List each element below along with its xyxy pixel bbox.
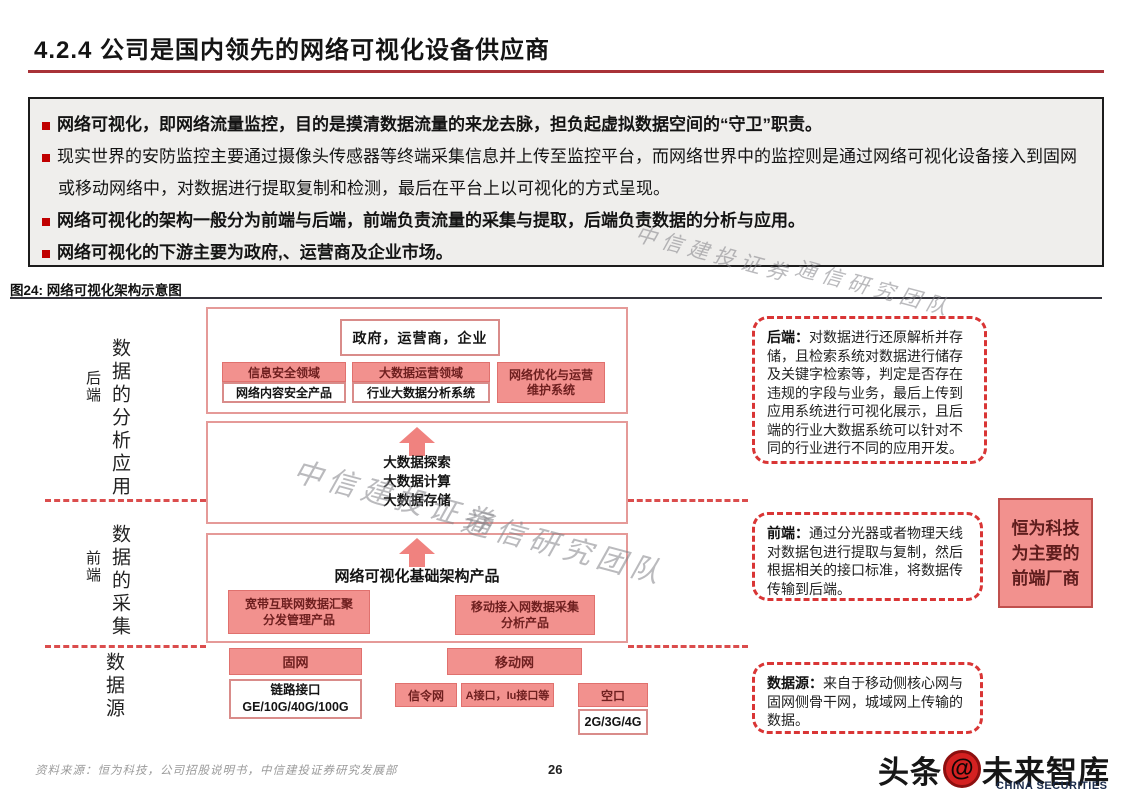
stage-divider-2 (628, 645, 748, 648)
bullet-text: 网络可视化，即网络流量监控，目的是摸清数据流量的来龙去脉，担负起虚拟数据空间的“… (57, 115, 822, 134)
air-tech-box: 2G/3G/4G (578, 709, 648, 735)
link-interface-box: 链路接口 GE/10G/40G/100G (229, 679, 362, 719)
up-arrow-icon (399, 427, 435, 457)
a-iu-interface-box: A接口，Iu接口等 (461, 683, 554, 707)
bullet-text: 网络可视化的下游主要为政府,、运营商及企业市场。 (57, 243, 453, 262)
bullet-square-icon (42, 122, 50, 130)
toutiao-logo: 头条 @ 未来智库 CHINA SECURITIES (878, 740, 1126, 798)
stage-divider-2 (45, 645, 206, 648)
network-optimize-box: 网络优化与运营 维护系统 (497, 362, 605, 403)
bullet-square-icon (42, 154, 50, 162)
bigdata-capability-lines: 大数据探索 大数据计算 大数据存储 (383, 455, 451, 508)
summary-bullet: 网络可视化的下游主要为政府,、运营商及企业市场。 (42, 237, 1088, 269)
page-number: 26 (548, 762, 563, 777)
frontend-note-label: 前端： (767, 525, 809, 541)
air-interface-box: 空口 (578, 683, 648, 707)
summary-bullet: 现实世界的安防监控主要通过摄像头传感器等终端采集信息并上传至监控平台，而网络世界… (42, 141, 1088, 205)
vendor-highlight-box: 恒为科技 为主要的 前端厂商 (998, 498, 1093, 608)
stage-divider-1 (628, 499, 748, 502)
customers-box: 政府，运营商，企业 (340, 319, 500, 356)
page-title: 4.2.4 公司是国内领先的网络可视化设备供应商 (34, 37, 551, 64)
broadband-product-box: 宽带互联网数据汇聚 分发管理产品 (228, 590, 370, 634)
label-backend-stage: 后端 (84, 370, 101, 404)
datasource-note-text: 来自于移动侧核心网与固网侧骨干网，城域网上传输的数据。 (767, 675, 963, 728)
security-product-box: 网络内容安全产品 (222, 382, 346, 403)
bullet-square-icon (42, 250, 50, 258)
at-circle-icon: @ (943, 750, 981, 788)
source-note: 资料来源：恒为科技，公司招股说明书，中信建投证券研究发展部 (35, 763, 398, 777)
label-frontend-desc: 数据的采集 (109, 524, 130, 639)
signaling-network-box: 信令网 (395, 683, 457, 707)
caption-divider (10, 297, 1102, 299)
label-frontend-stage: 前端 (84, 550, 101, 584)
frontend-note: 前端：通过分光器或者物理天线对数据包进行提取与复制，然后根据相关的接口标准，将数… (752, 512, 983, 601)
logo-subtitle: CHINA SECURITIES (996, 780, 1108, 792)
mobile-network-box: 移动网 (447, 648, 582, 675)
bigdata-product-box: 行业大数据分析系统 (352, 382, 490, 403)
bullet-square-icon (42, 218, 50, 226)
backend-note: 后端：对数据进行还原解析并存储，且检索系统对数据进行储存及关键字检索等，判定是否… (752, 316, 987, 464)
summary-bullet: 网络可视化的架构一般分为前端与后端，前端负责流量的采集与提取，后端负责数据的分析… (42, 205, 1088, 237)
frontend-note-text: 通过分光器或者物理天线对数据包进行提取与复制，然后根据相关的接口标准，将数据传传… (767, 525, 963, 597)
backend-note-text: 对数据进行还原解析并存储，且检索系统对数据进行储存及关键字检索等，判定是否存在违… (767, 329, 963, 456)
bigdata-domain-header: 大数据运营领域 (352, 362, 490, 382)
figure-caption: 图24: 网络可视化架构示意图 (10, 283, 182, 298)
backend-note-label: 后端： (767, 329, 809, 345)
logo-name: 未来智库 (982, 754, 1110, 790)
datasource-note-label: 数据源： (767, 675, 823, 691)
bullet-text: 网络可视化的架构一般分为前端与后端，前端负责流量的采集与提取，后端负责数据的分析… (57, 211, 805, 230)
label-backend-desc: 数据的分析应用 (109, 338, 130, 499)
mobile-access-product-box: 移动接入网数据采集 分析产品 (455, 595, 595, 635)
datasource-note: 数据源：来自于移动侧核心网与固网侧骨干网，城域网上传输的数据。 (752, 662, 983, 734)
security-domain-header: 信息安全领域 (222, 362, 346, 382)
frontend-title: 网络可视化基础架构产品 (334, 568, 500, 585)
fixed-network-box: 固网 (229, 648, 362, 675)
stage-divider-1 (45, 499, 206, 502)
summary-bullet: 网络可视化，即网络流量监控，目的是摸清数据流量的来龙去脉，担负起虚拟数据空间的“… (42, 109, 1088, 141)
up-arrow-icon (399, 538, 435, 568)
summary-box: 网络可视化，即网络流量监控，目的是摸清数据流量的来龙去脉，担负起虚拟数据空间的“… (28, 97, 1104, 267)
title-divider (28, 70, 1104, 73)
logo-prefix: 头条 (878, 754, 942, 790)
label-datasource: 数据源 (103, 652, 124, 721)
bullet-text: 现实世界的安防监控主要通过摄像头传感器等终端采集信息并上传至监控平台，而网络世界… (57, 147, 1077, 198)
